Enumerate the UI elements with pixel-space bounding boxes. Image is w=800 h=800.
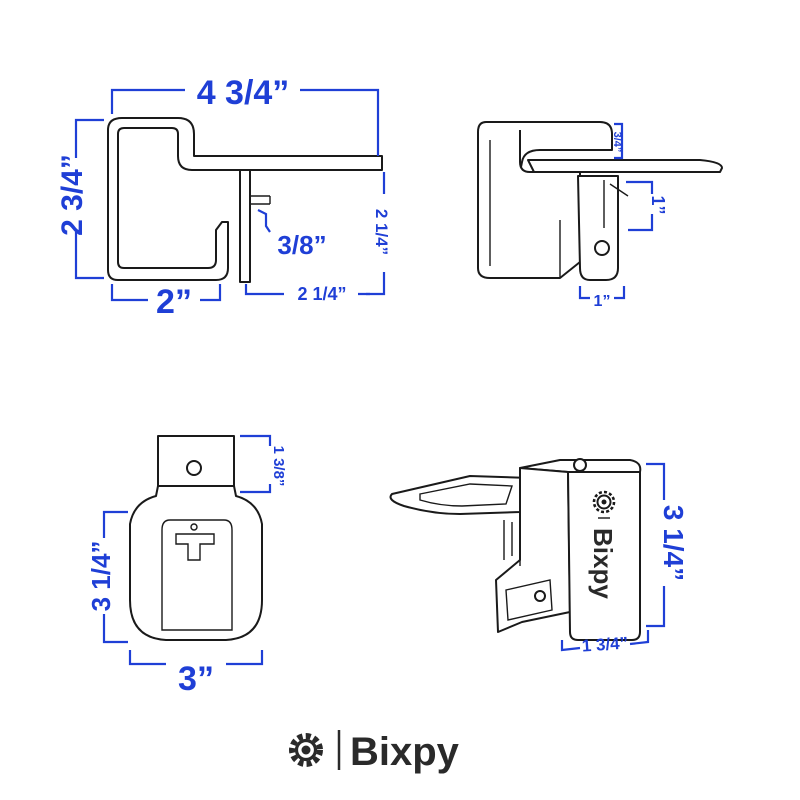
- dim-base-width: 2”: [156, 283, 192, 321]
- dim-line-iso-height: [646, 462, 666, 628]
- iso-side-hole: [534, 590, 546, 602]
- gear-icon: [289, 733, 323, 767]
- gear-icon: [592, 490, 616, 514]
- brand-name: Bixpy: [350, 730, 460, 774]
- dim-line-iso-width: [560, 630, 650, 652]
- dim-front-tab: 1 3/8”: [270, 446, 287, 487]
- brand-logo: Bixpy: [289, 730, 460, 774]
- dim-line-front-tab: [240, 434, 272, 494]
- mount-hole: [594, 240, 610, 256]
- dim-side-tab: 1”: [648, 195, 668, 214]
- front-body-plate: [129, 485, 263, 641]
- dim-front-width: 3”: [178, 660, 214, 698]
- dim-iso-width: 1 3/4”: [581, 633, 629, 655]
- dim-line-front-width: [128, 650, 264, 666]
- dim-plate-depth: 2 1/4”: [297, 284, 346, 304]
- dim-iso-height: 3 1/4”: [658, 505, 689, 581]
- product-label: Bixpy: [588, 528, 618, 599]
- dim-line-side-base: [578, 286, 626, 300]
- dim-side-base: 1”: [594, 293, 611, 310]
- dim-top-width: 4 3/4”: [197, 74, 290, 112]
- top-plate: [527, 159, 723, 173]
- front-tab-hole: [186, 460, 202, 476]
- side-profile-view: 4 3/4” 2 3/4” 2” 3/8” 2 1/4” 2 1/4”: [56, 74, 391, 321]
- dim-front-height: 3 1/4”: [86, 541, 116, 612]
- dim-plate-height: 2 1/4”: [372, 209, 391, 255]
- dim-line-plate-height: [366, 172, 386, 296]
- dim-slot-width: 3/8”: [277, 230, 326, 260]
- iso-top-hole: [573, 458, 587, 472]
- dim-line-front-height: [102, 510, 128, 644]
- dim-line-base-width: [110, 284, 222, 302]
- dim-line-side-small: [614, 122, 624, 160]
- dim-line-left-height: [74, 118, 104, 280]
- dim-side-small: 3/4”: [611, 132, 623, 153]
- front-view: 1 3/8” 3 1/4” 3”: [86, 434, 287, 698]
- perspective-view-top: 3/4” 1” 1”: [477, 121, 723, 310]
- iso-box-front: [567, 471, 641, 641]
- isometric-view: Bixpy 3 1/4” 1 3/4”: [389, 458, 689, 656]
- vertical-plate: [239, 169, 251, 283]
- dim-line-slot: [257, 209, 271, 233]
- dim-line-plate-depth: [244, 284, 370, 296]
- front-inner-slot: [161, 519, 233, 631]
- clamp-profile-outline: [107, 117, 383, 281]
- dim-left-height: 2 3/4”: [56, 154, 89, 236]
- bracket-plate: [577, 175, 619, 281]
- dim-line-top-width: [110, 88, 380, 156]
- dim-line-side-tab: [626, 180, 654, 232]
